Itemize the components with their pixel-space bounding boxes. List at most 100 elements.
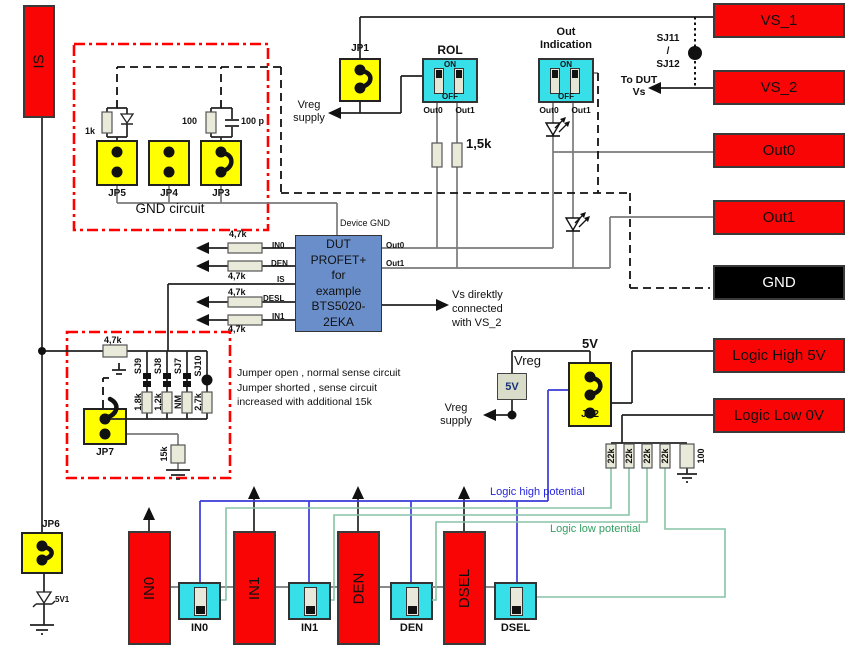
- toggle-in1-label: IN1: [300, 622, 319, 634]
- terminal-vs2: VS_2: [713, 70, 845, 105]
- terminal-is: IS: [23, 5, 55, 118]
- resistor-4k7-is: 4,7k: [104, 335, 122, 345]
- jp3-label: JP3: [212, 188, 230, 199]
- device-gnd-label: Device GND: [340, 218, 391, 228]
- pin-out0-label: Out0: [386, 241, 405, 250]
- out-ind-switch-out1: [570, 68, 580, 94]
- resistor-2k7-label: 2,7k: [193, 393, 203, 411]
- terminal-dsel-block: DSEL: [443, 531, 486, 645]
- resistor-22k-4-label: 22k: [660, 448, 670, 464]
- vs-connection-note: Vs direktly connected with VS_2: [452, 289, 503, 329]
- toggle-dsel-knob: [512, 606, 521, 614]
- to-dut-vs-label: To DUT Vs: [620, 74, 658, 98]
- diode-jp5: [119, 113, 135, 125]
- jumper-jp4: [148, 140, 190, 186]
- resistor-1k2-label: 1,2k: [153, 393, 163, 411]
- regulator-5v-box: 5V: [497, 373, 527, 400]
- out-ind-knob-out0: [552, 70, 558, 78]
- out-ind-knob-out1: [572, 70, 578, 78]
- sense-circuit-note: Jumper open , normal sense circuit Jumpe…: [237, 367, 401, 408]
- jp1-label: JP1: [351, 43, 369, 54]
- terminal-vs1-label: VS_1: [760, 12, 798, 29]
- terminal-in1-block-label: IN1: [246, 576, 263, 600]
- resistor-nm-label: NM: [173, 395, 183, 409]
- resistor-1k5-label: 1,5k: [466, 136, 492, 151]
- rol-switch-out1: [454, 68, 464, 94]
- jp5-label: JP5: [108, 188, 126, 199]
- resistor-22k-3-label: 22k: [642, 448, 652, 464]
- resistor-100b-label: 100: [696, 448, 706, 464]
- capacitor-100p: [225, 119, 239, 127]
- pin-is-label: IS: [277, 275, 285, 284]
- out-ind-out1-label: Out1: [571, 105, 591, 115]
- terminal-is-label: IS: [30, 54, 48, 69]
- resistor-4k7-den: 4,7k: [228, 271, 246, 281]
- toggle-in0: [178, 582, 221, 620]
- gnd-circuit-label: GND circuit: [135, 201, 205, 216]
- vreg-label: Vreg: [514, 353, 541, 368]
- capacitor-100p-label: 100 p: [241, 116, 265, 126]
- out-indication-title: Out Indication: [540, 26, 592, 51]
- resistor-4k7-desl: 4,7k: [228, 287, 246, 297]
- toggle-in1: [288, 582, 331, 620]
- terminal-dsel-block-label: DSEL: [456, 568, 473, 608]
- jumper-jp3: [200, 140, 242, 186]
- jp2-label: JP2: [581, 409, 599, 420]
- jumper-jp1: [339, 58, 381, 102]
- jumper-jp7: [83, 408, 127, 445]
- resistor-1k8-label: 1,8k: [133, 393, 143, 411]
- pin-den-label: DEN: [271, 259, 288, 268]
- rol-out1-label: Out1: [455, 105, 475, 115]
- out-indication-dip-switch: ON OFF: [538, 58, 594, 103]
- terminal-in0-block: IN0: [128, 531, 171, 645]
- rol-out0-label: Out0: [423, 105, 443, 115]
- toggle-den-label: DEN: [399, 622, 424, 634]
- resistor-100-label: 100: [182, 116, 198, 126]
- toggle-dsel-label: DSEL: [500, 622, 531, 634]
- terminal-gnd-label: GND: [762, 274, 796, 291]
- pin-out1-label: Out1: [386, 259, 405, 268]
- terminal-logic-low-label: Logic Low 0V: [733, 407, 825, 424]
- vreg-supply-note-bottom: Vreg supply: [440, 402, 472, 427]
- toggle-dsel: [494, 582, 537, 620]
- resistor-4k7-in0: 4,7k: [229, 229, 247, 239]
- zener-5v1: [32, 591, 56, 608]
- out-ind-off-label: OFF: [558, 92, 574, 101]
- rol-knob-out0: [436, 70, 442, 78]
- jumper-jp6: [21, 532, 63, 574]
- terminal-logic-high-label: Logic High 5V: [732, 347, 826, 364]
- terminal-gnd: GND: [713, 265, 845, 300]
- terminal-out0: Out0: [713, 133, 845, 168]
- rol-switch-out0: [434, 68, 444, 94]
- led-out1: [564, 212, 590, 232]
- logic-low-potential-label: Logic low potential: [550, 523, 641, 535]
- sj11-sj12-label: SJ11 / SJ12: [656, 33, 680, 70]
- jp6-label: JP6: [42, 519, 60, 530]
- terminal-in1-block: IN1: [233, 531, 276, 645]
- vreg-supply-note-top: Vreg supply: [293, 99, 325, 124]
- toggle-in0-slider: [194, 587, 207, 616]
- rol-on-label: ON: [444, 60, 456, 69]
- resistor-4k7-in1: 4,7k: [228, 324, 246, 334]
- terminal-out0-label: Out0: [762, 142, 796, 159]
- toggle-in0-label: IN0: [190, 622, 209, 634]
- terminal-vs2-label: VS_2: [760, 79, 798, 96]
- terminal-out1-label: Out1: [762, 209, 796, 226]
- pin-in1-label: IN1: [272, 312, 285, 321]
- out-ind-switch-out0: [550, 68, 560, 94]
- terminal-out1: Out1: [713, 200, 845, 235]
- toggle-in1-slider: [304, 587, 317, 616]
- resistor-22k-1-label: 22k: [606, 448, 616, 464]
- toggle-den-knob: [408, 606, 417, 614]
- zener-5v1-label: 5V1: [55, 595, 70, 604]
- logic-high-potential-label: Logic high potential: [490, 486, 585, 498]
- jp7-label: JP7: [96, 447, 114, 458]
- regulator-5v-label: 5V: [505, 380, 519, 393]
- rol-title: ROL: [437, 43, 463, 57]
- pin-in0-label: IN0: [272, 241, 285, 250]
- resistor-1k-label: 1k: [85, 126, 96, 136]
- toggle-den: [390, 582, 433, 620]
- resistor-15k-label: 15k: [159, 446, 169, 462]
- toggle-den-slider: [406, 587, 419, 616]
